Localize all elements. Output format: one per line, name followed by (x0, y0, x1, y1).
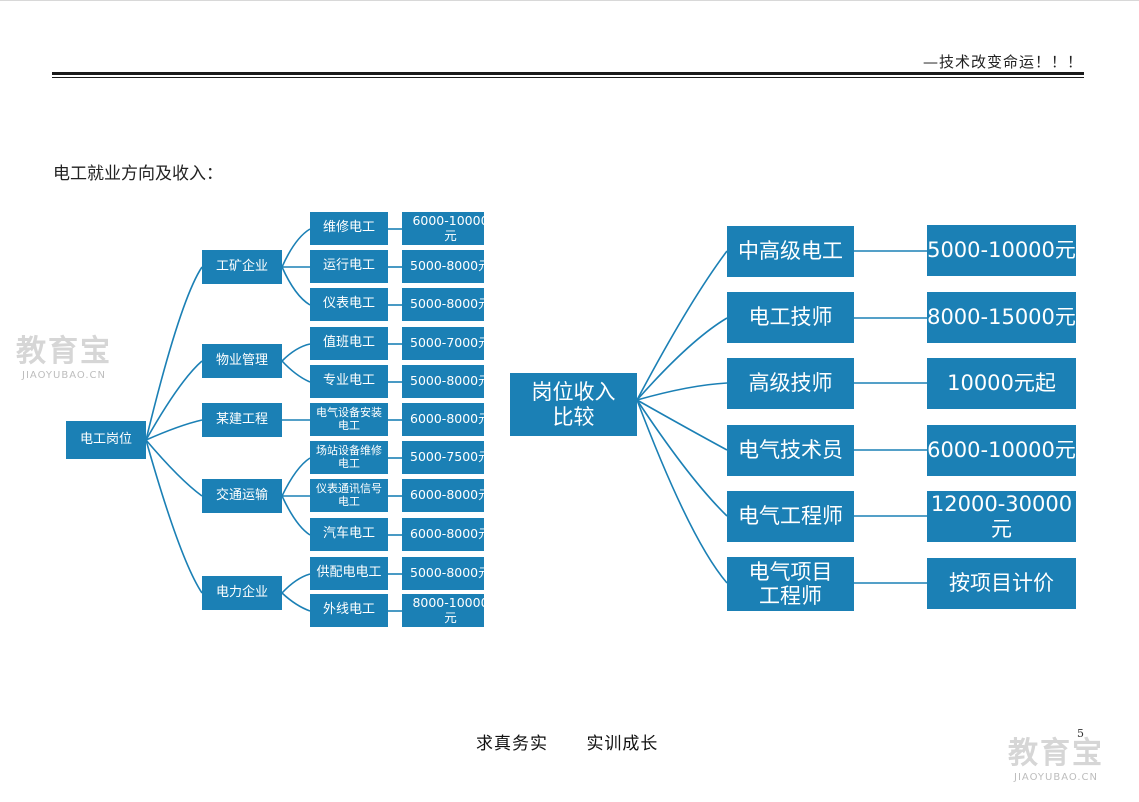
income-node: 5000-10000元 (927, 225, 1076, 276)
position-node: 电工技师 (727, 292, 854, 343)
salary-node: 6000-8000元 (402, 518, 494, 551)
watermark-logo: 教育宝 JIAOYUBAO.CN (16, 326, 112, 381)
right-root-node: 岗位收入比较 (510, 373, 637, 436)
category-node: 某建工程 (202, 403, 282, 437)
income-node: 10000元起 (927, 358, 1076, 409)
position-node: 高级技师 (727, 358, 854, 409)
job-node: 场站设备维修电工 (310, 441, 388, 474)
job-node: 值班电工 (310, 327, 388, 360)
footer-motto: 求真务实 实训成长 (476, 729, 658, 754)
position-node: 电气项目工程师 (727, 557, 854, 611)
income-node: 12000-30000元 (927, 491, 1076, 542)
job-node: 运行电工 (310, 250, 388, 283)
salary-node: 5000-7000元 (402, 327, 494, 360)
watermark-name: 教育宝 (1008, 736, 1104, 771)
category-node: 交通运输 (202, 479, 282, 513)
income-node: 6000-10000元 (927, 425, 1076, 476)
salary-node: 5000-8000元 (402, 288, 494, 321)
category-node: 物业管理 (202, 344, 282, 378)
salary-node: 5000-8000元 (402, 365, 494, 398)
salary-node: 6000-10000元 (402, 212, 494, 245)
salary-node: 6000-8000元 (402, 479, 494, 512)
watermark-domain: JIAOYUBAO.CN (1014, 772, 1098, 783)
position-node: 电气工程师 (727, 491, 854, 542)
header-rule-thin (52, 77, 1084, 78)
watermark-logo: 教育宝 JIAOYUBAO.CN (1008, 728, 1104, 783)
job-node: 汽车电工 (310, 518, 388, 551)
left-root-node: 电工岗位 (66, 421, 146, 459)
salary-node: 5000-8000元 (402, 557, 494, 590)
watermark-domain: JIAOYUBAO.CN (22, 370, 106, 381)
intro-heading: 电工就业方向及收入： (53, 164, 223, 184)
page-top-border (0, 0, 1139, 1)
salary-node: 8000-10000元 (402, 594, 494, 627)
footer-motto-2: 实训成长 (586, 734, 659, 754)
salary-node: 5000-8000元 (402, 250, 494, 283)
header-rule (52, 72, 1084, 75)
footer-motto-1: 求真务实 (476, 734, 548, 754)
job-node: 专业电工 (310, 365, 388, 398)
position-node: 中高级电工 (727, 226, 854, 277)
job-node: 仪表电工 (310, 288, 388, 321)
category-node: 电力企业 (202, 576, 282, 610)
job-node: 供配电电工 (310, 557, 388, 590)
header-slogan: —技术改变命运！！！ (922, 53, 1083, 71)
page-number: 5 (1077, 727, 1084, 740)
category-node: 工矿企业 (202, 250, 282, 284)
job-node: 电气设备安装电工 (310, 403, 388, 436)
watermark-name: 教育宝 (16, 334, 112, 369)
salary-node: 6000-8000元 (402, 403, 494, 436)
income-node: 8000-15000元 (927, 292, 1076, 343)
salary-node: 5000-7500元 (402, 441, 494, 474)
income-node: 按项目计价 (927, 558, 1076, 609)
position-node: 电气技术员 (727, 425, 854, 476)
job-node: 仪表通讯信号电工 (310, 479, 388, 512)
image-crop-edge (484, 205, 498, 630)
job-node: 维修电工 (310, 212, 388, 245)
job-node: 外线电工 (310, 594, 388, 627)
